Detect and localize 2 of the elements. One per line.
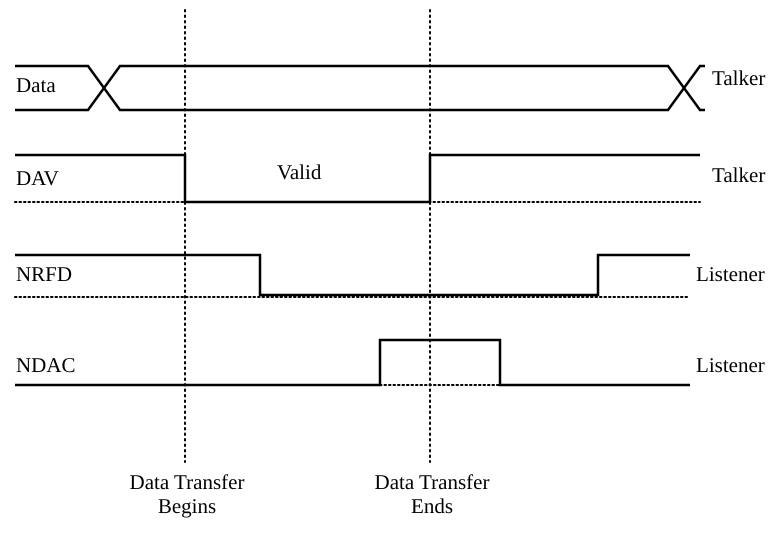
event-label: Data Transfer Ends (374, 470, 490, 518)
event-label: Data Transfer Begins (128, 470, 246, 518)
